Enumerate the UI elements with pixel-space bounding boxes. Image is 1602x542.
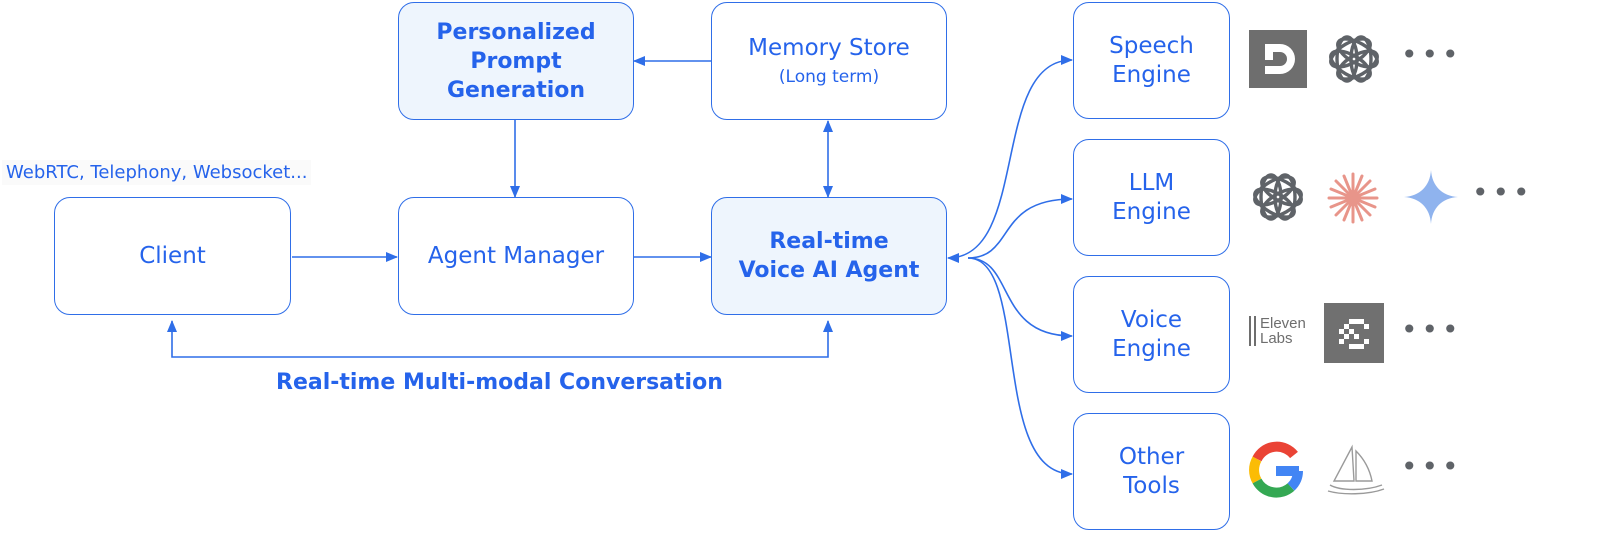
more-providers-voice: ••• <box>1401 313 1463 346</box>
client-protocols-note: WebRTC, Telephony, Websocket... <box>2 160 312 185</box>
conversation-caption: Real-time Multi-modal Conversation <box>276 370 723 395</box>
openai-logo <box>1325 30 1383 92</box>
node-other-tools-label: Other Tools <box>1118 443 1185 499</box>
node-agent-manager-label: Agent Manager <box>427 242 605 269</box>
edge-agent-to-speech <box>947 55 1073 263</box>
node-memory-store: Memory Store (Long term) <box>711 2 947 120</box>
edge-agent-to-llm <box>967 194 1073 259</box>
node-agent-manager: Agent Manager <box>398 197 634 315</box>
google-logo <box>1247 441 1305 503</box>
node-voice-ai-agent: Real-time Voice AI Agent <box>711 197 947 315</box>
edge-agent-to-voice <box>967 257 1073 341</box>
more-providers-tools: ••• <box>1401 450 1463 483</box>
elevenlabs-wordmark: Eleven Labs <box>1260 315 1306 347</box>
node-prompt-generation-label: Personalized Prompt Generation <box>436 19 596 103</box>
openai-logo <box>1249 168 1307 230</box>
node-prompt-generation: Personalized Prompt Generation <box>398 2 634 120</box>
node-llm-engine: LLM Engine <box>1073 139 1230 256</box>
more-providers-llm: ••• <box>1472 176 1534 209</box>
node-speech-engine-label: Speech Engine <box>1109 32 1194 88</box>
anthropic-logo <box>1325 170 1381 230</box>
cartesia-logo <box>1324 303 1384 367</box>
node-client-label: Client <box>139 242 206 269</box>
edge-conversation-loop <box>167 320 833 358</box>
deepgram-logo <box>1249 30 1307 92</box>
more-providers-speech: ••• <box>1401 38 1463 71</box>
node-llm-engine-label: LLM Engine <box>1112 169 1191 225</box>
node-voice-ai-agent-label: Real-time Voice AI Agent <box>738 229 920 283</box>
node-memory-store-sublabel: (Long term) <box>778 66 880 87</box>
elevenlabs-logo: Eleven Labs <box>1249 316 1306 346</box>
node-voice-engine-label: Voice Engine <box>1112 306 1191 362</box>
edge-agent-to-tools <box>967 257 1073 479</box>
midjourney-logo <box>1326 443 1386 501</box>
node-client: Client <box>54 197 291 315</box>
node-speech-engine: Speech Engine <box>1073 2 1230 119</box>
gemini-logo <box>1402 168 1460 230</box>
node-voice-engine: Voice Engine <box>1073 276 1230 393</box>
node-other-tools: Other Tools <box>1073 413 1230 530</box>
node-memory-store-label: Memory Store <box>748 34 910 61</box>
